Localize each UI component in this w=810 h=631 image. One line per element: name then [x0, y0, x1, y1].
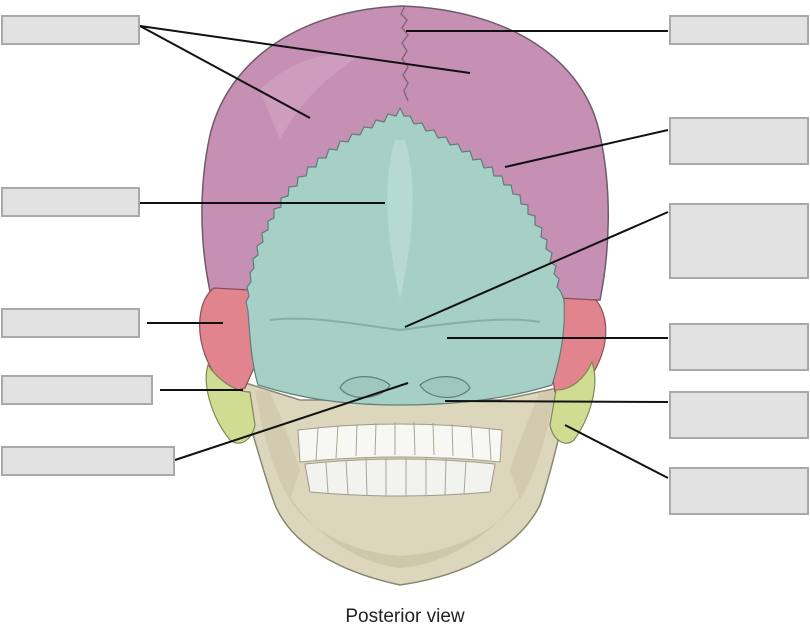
leader-line-10 [444, 400, 669, 403]
label-box-left-1[interactable] [1, 15, 140, 45]
leader-line-1b [139, 25, 311, 119]
label-box-left-5[interactable] [1, 446, 175, 476]
label-box-right-5[interactable] [669, 391, 809, 439]
parietal-highlight [260, 53, 360, 140]
mandible-shadow [285, 490, 520, 568]
leader-line-8 [404, 211, 669, 328]
occipital-ridge-right [399, 318, 541, 331]
label-box-left-4[interactable] [1, 375, 153, 405]
temporal-bone-left [199, 287, 263, 391]
upper-teeth [297, 421, 503, 463]
lower-teeth [304, 457, 496, 497]
occipital-ridge-left [269, 317, 401, 331]
occipital-condyle-right [419, 376, 471, 399]
leader-line-7 [504, 129, 669, 168]
figure-caption: Posterior view [345, 606, 465, 627]
label-box-right-1[interactable] [669, 15, 809, 45]
leader-line-1a [139, 25, 471, 74]
mandible-ramus-right [510, 390, 555, 500]
sagittal-suture [400, 5, 409, 102]
occipital-highlight [387, 140, 413, 300]
leader-line-11 [564, 424, 669, 479]
label-box-right-6[interactable] [669, 467, 809, 515]
label-box-right-3[interactable] [669, 203, 809, 279]
mandible-ramus-left [255, 390, 300, 500]
leader-lines [139, 25, 669, 479]
mastoid-process-left [205, 363, 256, 444]
label-box-right-2[interactable] [669, 117, 809, 165]
leader-line-5 [174, 382, 409, 461]
label-box-left-2[interactable] [1, 187, 140, 217]
label-box-right-4[interactable] [669, 323, 809, 371]
label-box-left-3[interactable] [1, 308, 140, 338]
